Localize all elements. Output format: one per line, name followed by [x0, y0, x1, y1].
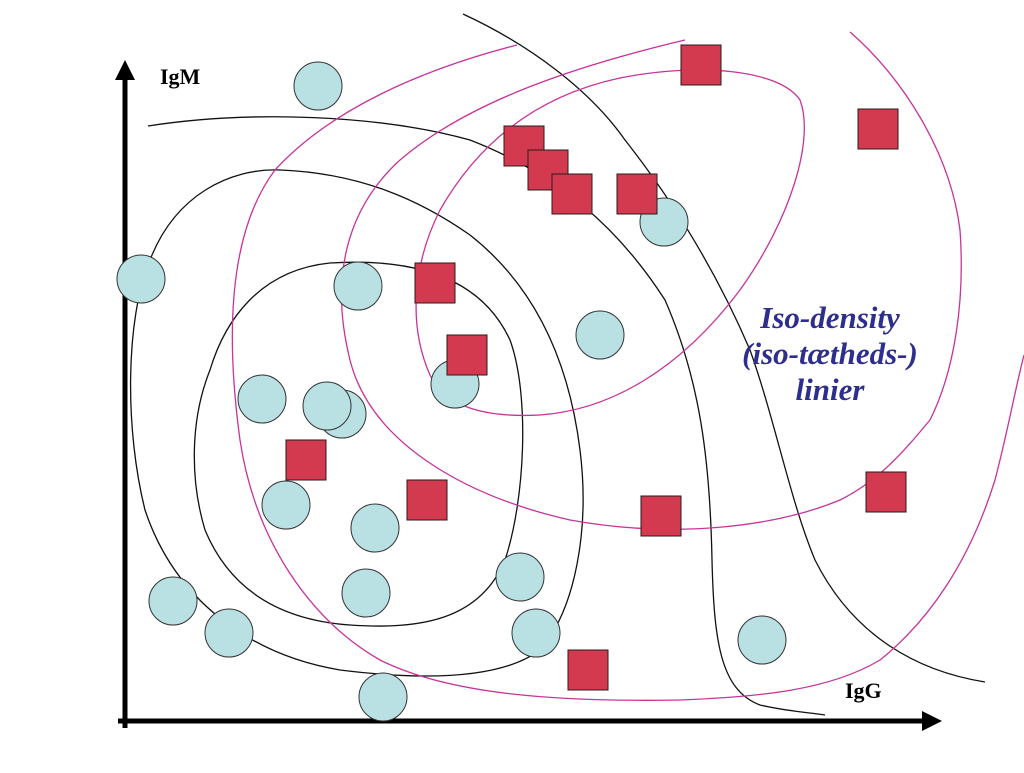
square-point-6 [616, 173, 658, 215]
annotation-line-3: linier [795, 372, 865, 407]
x-axis-label: IgG [845, 678, 882, 703]
square-point-11 [640, 495, 682, 537]
circle-point-10 [261, 480, 311, 530]
square-point-2 [857, 108, 899, 150]
circle-point-3 [333, 261, 383, 311]
contour-black-middle [129, 169, 584, 677]
circle-point-2 [116, 254, 166, 304]
group-a-circles [116, 61, 787, 722]
contour-magenta-inner [415, 69, 805, 417]
circle-point-1 [293, 61, 343, 111]
circle-point-14 [511, 608, 561, 658]
circle-point-17 [737, 615, 787, 665]
group-b-squares [285, 44, 907, 691]
contour-magenta-outer [231, 44, 1024, 701]
circle-point-18 [358, 672, 408, 722]
square-point-12 [865, 471, 907, 513]
square-point-10 [406, 479, 448, 521]
y-axis-label: IgM [160, 64, 201, 89]
circle-point-13 [495, 552, 545, 602]
annotation-line-2: (iso-tætheds-) [742, 336, 918, 371]
contours-black [129, 13, 986, 716]
square-point-8 [446, 334, 488, 376]
contour-black-outermost [462, 13, 986, 683]
square-point-9 [285, 439, 327, 481]
annotation-line-1: Iso-density [760, 300, 900, 335]
contour-black-outer [147, 116, 826, 716]
square-point-13 [567, 649, 609, 691]
x-axis-arrowhead [922, 711, 942, 731]
circle-point-9 [302, 381, 352, 431]
axes [115, 60, 942, 731]
square-point-5 [551, 173, 593, 215]
circle-point-7 [237, 374, 287, 424]
square-point-7 [414, 262, 456, 304]
circle-point-15 [148, 576, 198, 626]
contour-black-inner [193, 261, 524, 627]
iso-density-annotation: Iso-density (iso-tætheds-) linier [700, 300, 960, 408]
circle-point-4 [575, 310, 625, 360]
circle-point-11 [350, 503, 400, 553]
square-point-1 [680, 44, 722, 86]
circle-point-16 [204, 608, 254, 658]
y-axis-arrowhead [115, 60, 135, 80]
circle-point-12 [341, 568, 391, 618]
